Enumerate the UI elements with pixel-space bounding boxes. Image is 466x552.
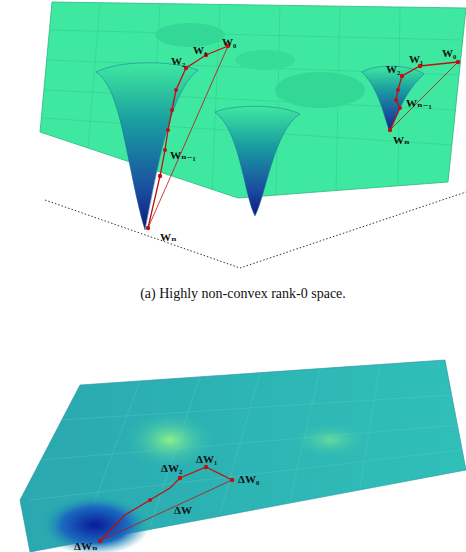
- point-label: ΔW₀: [238, 474, 259, 485]
- point-label: W₂: [386, 64, 400, 75]
- point-label: ΔW₁: [196, 454, 217, 465]
- point-label: Wₙ: [393, 135, 410, 146]
- point-label: W₀: [442, 48, 456, 59]
- point-label: Wₙ: [160, 232, 177, 243]
- point-label: Wₙ₋₁: [170, 150, 196, 161]
- point-label: W₁: [409, 54, 423, 65]
- point-label: W₀: [222, 37, 236, 48]
- point-label: Wₙ₋₁: [406, 98, 432, 109]
- point-label: W₂: [171, 56, 185, 67]
- point-label: W₁: [193, 45, 207, 56]
- sub-caption: (a) Highly non-convex rank-0 space.: [140, 286, 346, 302]
- point-label: ΔW₂: [161, 463, 182, 474]
- point-label: ΔW: [174, 505, 192, 516]
- point-label: ΔWₙ: [74, 541, 98, 552]
